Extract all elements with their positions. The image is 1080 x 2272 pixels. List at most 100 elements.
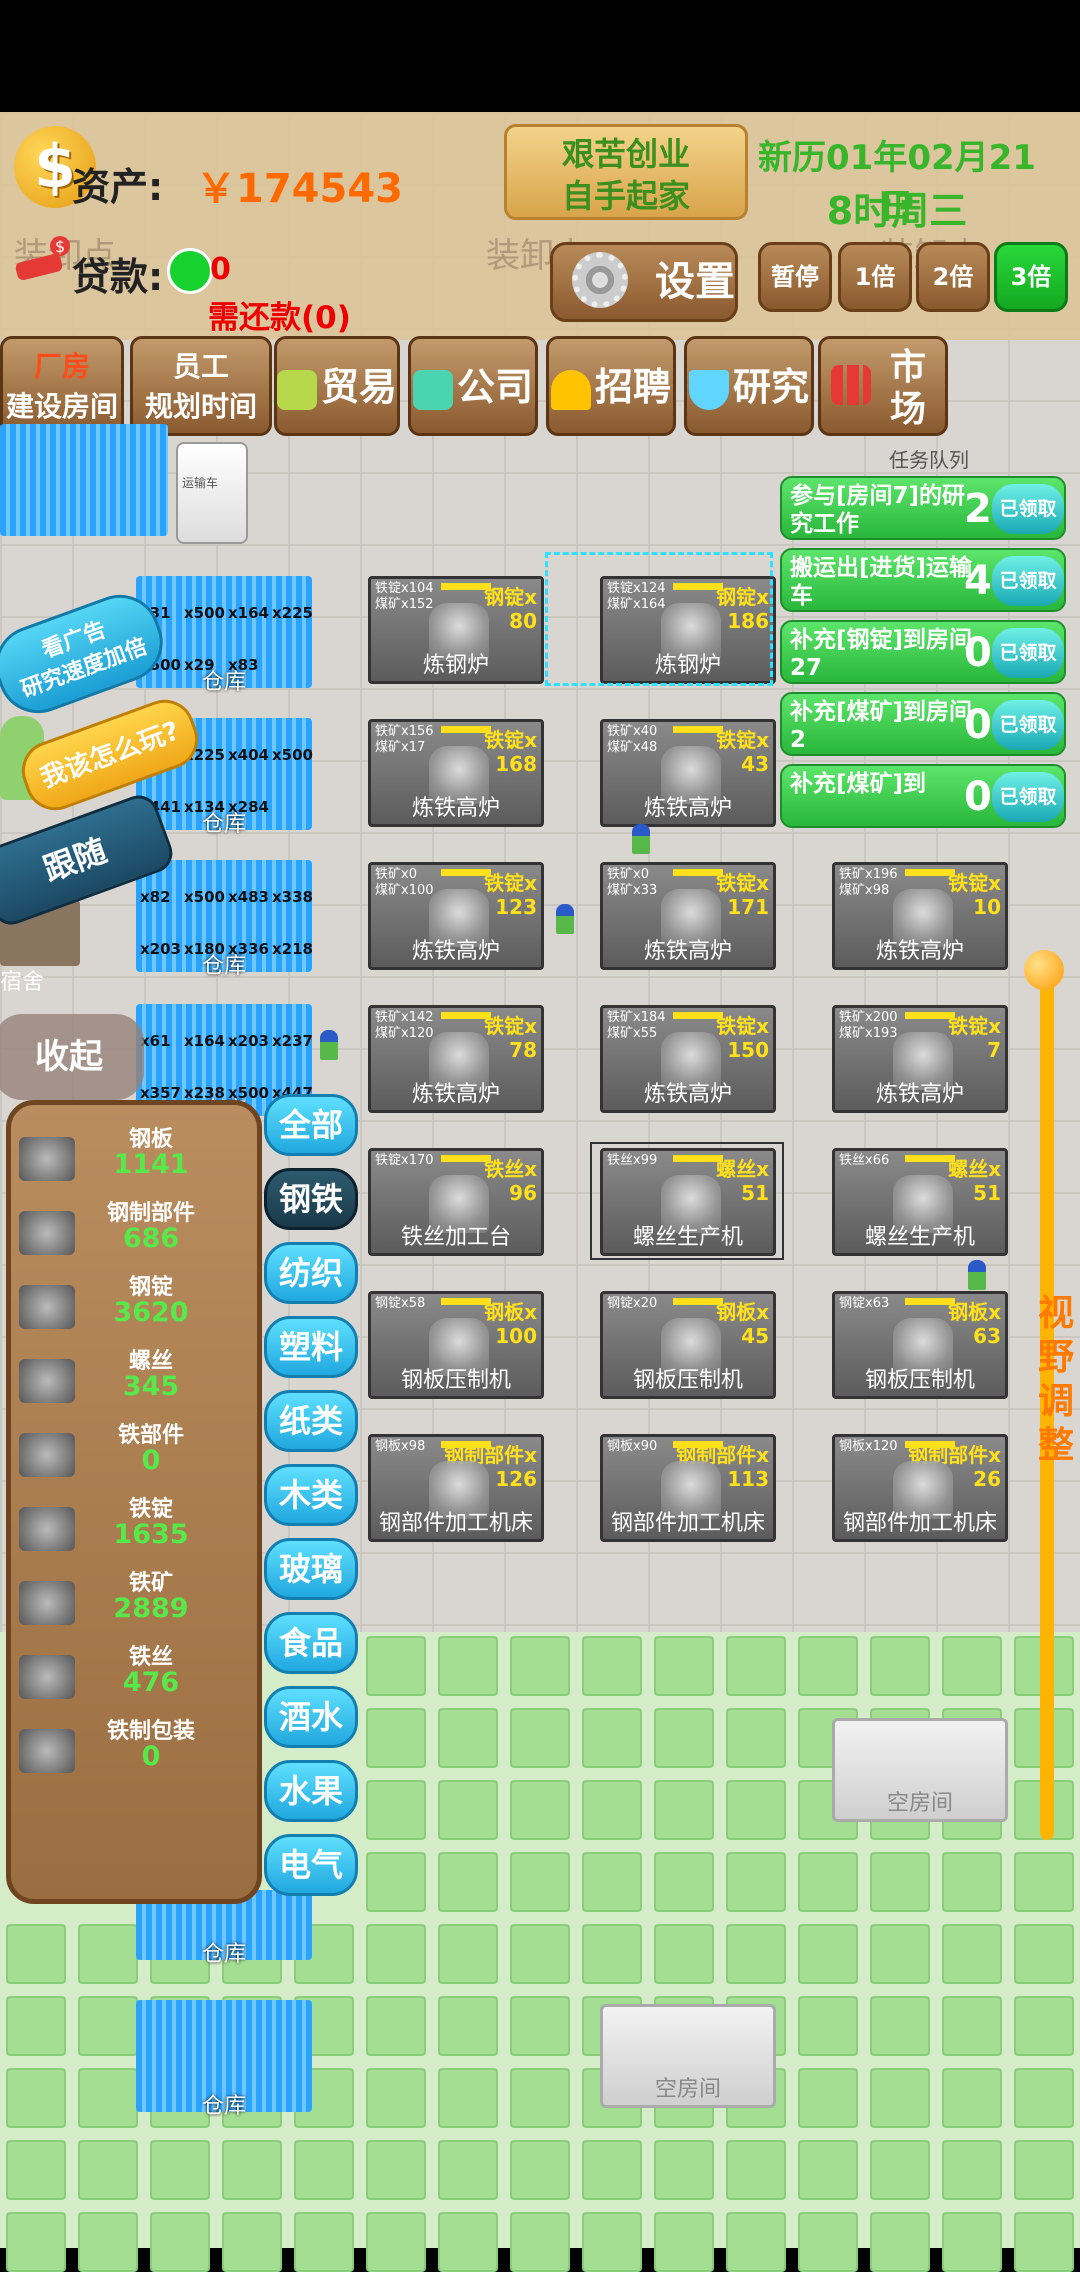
machine-input-2: 煤矿x193 — [839, 1026, 898, 1041]
warehouse-6[interactable]: 仓库 — [136, 2000, 312, 2119]
vision-slider-track[interactable] — [1040, 960, 1054, 1840]
grass-tile — [654, 2140, 714, 2200]
speed-pause-button[interactable]: 暂停 — [758, 242, 832, 312]
grass-tile — [366, 1924, 426, 1984]
category-button[interactable]: 纸类 — [264, 1390, 358, 1452]
tab-factory[interactable]: 厂房建设房间 — [0, 336, 124, 436]
warehouse-item-count: x483 — [228, 888, 269, 906]
screw-machine-icon — [893, 1175, 953, 1233]
tab-company[interactable]: 公司 — [408, 336, 538, 436]
task-claim-button[interactable]: 已领取 — [992, 556, 1064, 606]
category-button[interactable]: 木类 — [264, 1464, 358, 1526]
warehouse-3[interactable]: 仓库 — [136, 860, 312, 979]
worker-sprite — [320, 1030, 338, 1060]
machine-output-value: 10 — [973, 895, 1001, 919]
empty-room-1[interactable]: 空房间 — [832, 1718, 1008, 1822]
category-button[interactable]: 全部 — [264, 1094, 358, 1156]
inventory-item-name: 螺丝 — [128, 1349, 173, 1374]
grass-tile — [726, 1852, 786, 1912]
machine-name: 炼钢炉 — [422, 653, 489, 678]
vision-slider-knob[interactable] — [1024, 950, 1064, 990]
empty-room-2[interactable]: 空房间 — [600, 2004, 776, 2108]
category-button[interactable]: 电气 — [264, 1834, 358, 1896]
tab-trade[interactable]: 贸易 — [274, 336, 400, 436]
machine-output-value: 80 — [509, 609, 537, 633]
machine-inputs: 钢锭x58 — [375, 1296, 425, 1312]
loan-toggle[interactable] — [167, 248, 213, 294]
warehouse-1[interactable]: 仓库 — [136, 576, 312, 695]
tab-staff-line2: 规划时间 — [144, 390, 257, 423]
grass-tile — [726, 1924, 786, 1984]
speed-2x-button[interactable]: 2倍 — [916, 242, 990, 312]
collapse-button[interactable]: 收起 — [0, 1014, 144, 1100]
progress-bar — [441, 1441, 491, 1448]
progress-bar — [673, 583, 723, 590]
difficulty-button[interactable]: 艰苦创业 自手起家 — [504, 124, 748, 220]
machine-input-2: 煤矿x55 — [607, 1026, 658, 1041]
grass-tile — [870, 1636, 930, 1696]
progress-bar — [905, 1441, 955, 1448]
category-button[interactable]: 酒水 — [264, 1686, 358, 1748]
category-button[interactable]: 水果 — [264, 1760, 358, 1822]
inventory-item-value: 476 — [122, 1667, 180, 1698]
furnace-icon — [661, 1032, 721, 1090]
category-button[interactable]: 食品 — [264, 1612, 358, 1674]
screw-machine-icon — [661, 1175, 721, 1233]
category-button[interactable]: 塑料 — [264, 1316, 358, 1378]
transport-truck[interactable]: 运输车 — [176, 442, 248, 544]
task-claim-button[interactable]: 已领取 — [992, 772, 1064, 822]
category-button[interactable]: 钢铁 — [264, 1168, 358, 1230]
machine-output-label: 钢锭x — [484, 585, 537, 609]
tab-market[interactable]: 市场 — [818, 336, 948, 436]
machine-output-label: 螺丝x — [948, 1157, 1001, 1181]
task-claim-button[interactable]: 已领取 — [992, 484, 1064, 534]
machine-input-1: 铁矿x196 — [839, 867, 898, 882]
category-button[interactable]: 玻璃 — [264, 1538, 358, 1600]
tab-research[interactable]: 研究 — [684, 336, 814, 436]
lathe-icon — [661, 1461, 721, 1519]
progress-bar — [673, 1298, 723, 1305]
machine-output-label: 螺丝x — [716, 1157, 769, 1181]
speed-1x-button[interactable]: 1倍 — [838, 242, 912, 312]
machine-name: 钢部件加工机床 — [378, 1511, 533, 1536]
speed-3x-button[interactable]: 3倍 — [994, 242, 1068, 312]
task-claim-button[interactable]: 已领取 — [992, 700, 1064, 750]
machine-input-2: 煤矿x152 — [375, 597, 434, 612]
machine-name: 螺丝生产机 — [864, 1225, 975, 1250]
machine-name: 炼铁高炉 — [643, 796, 732, 821]
warehouse-item-count: x225 — [272, 604, 313, 622]
warehouse-top[interactable] — [0, 424, 168, 536]
task-claim-button[interactable]: 已领取 — [992, 628, 1064, 678]
grass-tile — [510, 1780, 570, 1840]
machine-output-value: 7 — [987, 1038, 1001, 1062]
tab-staff[interactable]: 员工规划时间 — [130, 336, 272, 436]
category-button[interactable]: 纺织 — [264, 1242, 358, 1304]
iron-ingot-icon — [19, 1507, 75, 1551]
tab-recruit[interactable]: 招聘 — [546, 336, 676, 436]
